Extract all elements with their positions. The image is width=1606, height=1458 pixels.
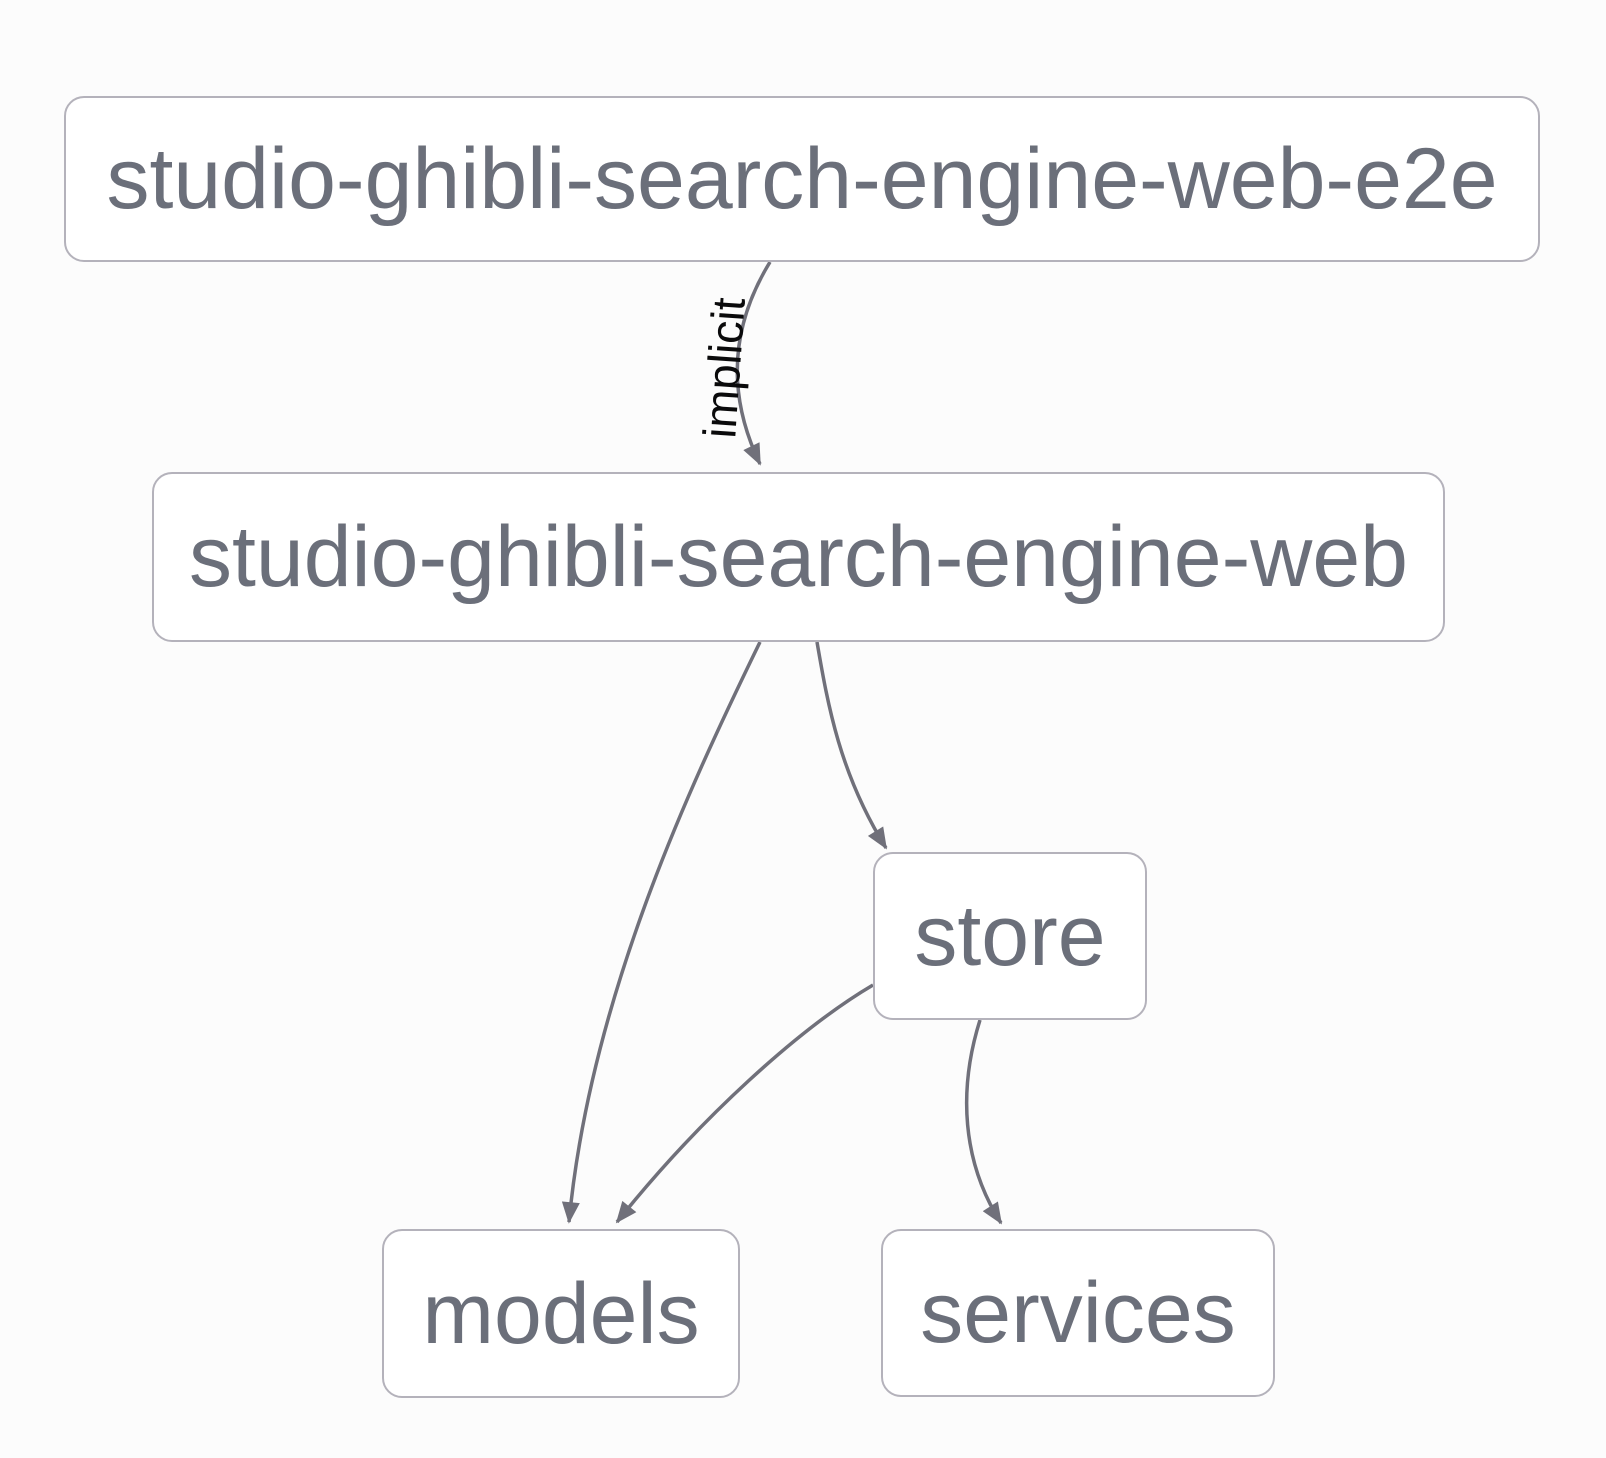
node-label: studio-ghibli-search-engine-web [189, 509, 1408, 605]
node-studio-ghibli-search-engine-web-e2e[interactable]: studio-ghibli-search-engine-web-e2e [64, 96, 1540, 262]
edge-e2e-to-web[interactable] [735, 261, 772, 466]
edge-store-to-services[interactable] [964, 1019, 1003, 1225]
edge-store-to-models[interactable] [615, 983, 874, 1224]
edge-label-implicit: implicit [693, 296, 755, 440]
node-models[interactable]: models [382, 1229, 740, 1398]
node-label: studio-ghibli-search-engine-web-e2e [106, 131, 1498, 227]
node-label: store [914, 888, 1106, 984]
edge-web-to-models[interactable] [561, 641, 762, 1224]
node-store[interactable]: store [873, 852, 1147, 1020]
node-label: services [920, 1265, 1236, 1361]
node-studio-ghibli-search-engine-web[interactable]: studio-ghibli-search-engine-web [152, 472, 1445, 642]
edge-web-to-store[interactable] [815, 641, 888, 850]
node-label: models [422, 1265, 700, 1362]
node-services[interactable]: services [881, 1229, 1275, 1397]
